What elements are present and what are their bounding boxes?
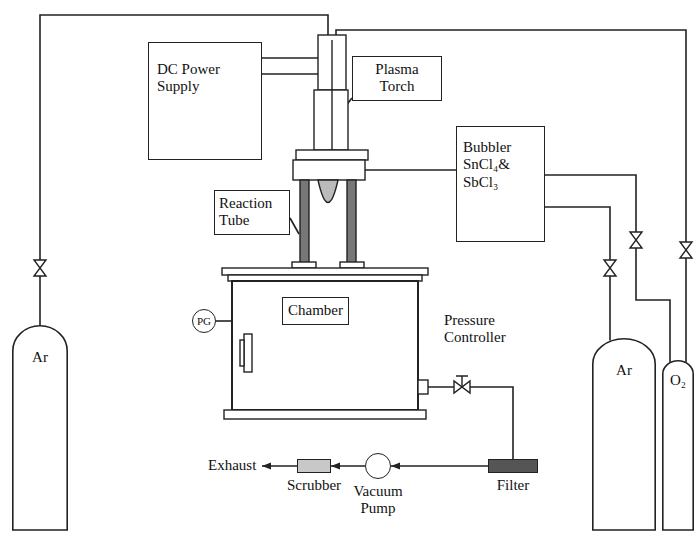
oxygen-feed-line <box>336 30 686 362</box>
cylinder-shape <box>13 326 67 530</box>
viewport-window <box>244 334 252 372</box>
label-holder: Exhaust <box>208 457 256 474</box>
valve-symbol <box>604 260 616 276</box>
cylinder-shape <box>593 339 655 530</box>
annotation-label: Exhaust <box>208 457 256 474</box>
scrubber-unit: Scrubber <box>297 459 331 473</box>
gauge-stub <box>216 320 232 322</box>
node-text: Ar <box>592 362 656 379</box>
valve-symbol <box>630 232 642 248</box>
valve-symbol <box>680 242 692 258</box>
node-text: Bubbler SnCl₄& SbCl₃ <box>463 139 538 191</box>
tube-support <box>340 262 364 268</box>
viewport-window <box>240 340 244 366</box>
gas-cylinder: Ar <box>592 338 656 530</box>
power-wire <box>262 57 318 59</box>
node-text: Scrubber <box>287 477 341 494</box>
node-text: Chamber <box>287 302 344 319</box>
vacuum-pump: Vacuum Pump <box>365 453 391 479</box>
node-text: Filter <box>497 477 530 494</box>
power-supply-box: DC Power Supply <box>148 42 262 160</box>
node-text: Plasma Torch <box>361 61 433 96</box>
valve-actuator <box>456 376 468 387</box>
node-text: Ar <box>12 349 68 366</box>
bubbler-box: Bubbler SnCl₄& SbCl₃ <box>456 126 545 242</box>
callout-box: Plasma Torch <box>352 56 442 101</box>
pipe-connector <box>545 175 670 362</box>
node-text: Vacuum Pump <box>346 483 410 518</box>
plasma-jet <box>318 180 338 203</box>
annotation-label: Pressure Controller <box>444 312 522 347</box>
chamber-base <box>224 410 426 419</box>
torch-holder <box>314 90 348 150</box>
tube-support <box>292 262 316 268</box>
node-text: DC Power Supply <box>157 61 253 96</box>
reaction-tube-wall <box>300 180 309 264</box>
torch-electrode <box>331 40 332 150</box>
torch-flange <box>296 150 368 160</box>
exhaust-port <box>418 380 428 394</box>
leader-line <box>290 218 299 234</box>
node-text: O₂ <box>662 372 694 389</box>
chamber-label-box: Chamber <box>282 297 349 325</box>
tube-head <box>293 160 365 180</box>
node-text: PG <box>197 315 211 328</box>
pipe-connector <box>331 465 365 467</box>
filter-unit: Filter <box>488 459 538 473</box>
reaction-tube-wall <box>347 180 356 264</box>
gas-cylinder: O₂ <box>662 360 694 530</box>
valve-symbol <box>34 260 46 276</box>
node-text: Reaction Tube <box>219 195 285 230</box>
chamber-lid <box>222 268 428 275</box>
exhaust-arrow <box>262 465 297 467</box>
chamber-wall <box>232 281 418 410</box>
cylinder-shape <box>663 361 693 530</box>
label-holder: Pressure Controller <box>444 312 522 347</box>
gas-cylinder: Ar <box>12 325 68 530</box>
precursor-line <box>365 169 456 171</box>
pipe-connector <box>391 465 488 467</box>
pump-line <box>428 387 513 459</box>
pressure-gauge: PG <box>192 309 216 333</box>
power-wire <box>262 73 318 75</box>
callout-box: Reaction Tube <box>214 190 290 235</box>
pipe-connector <box>545 207 610 341</box>
